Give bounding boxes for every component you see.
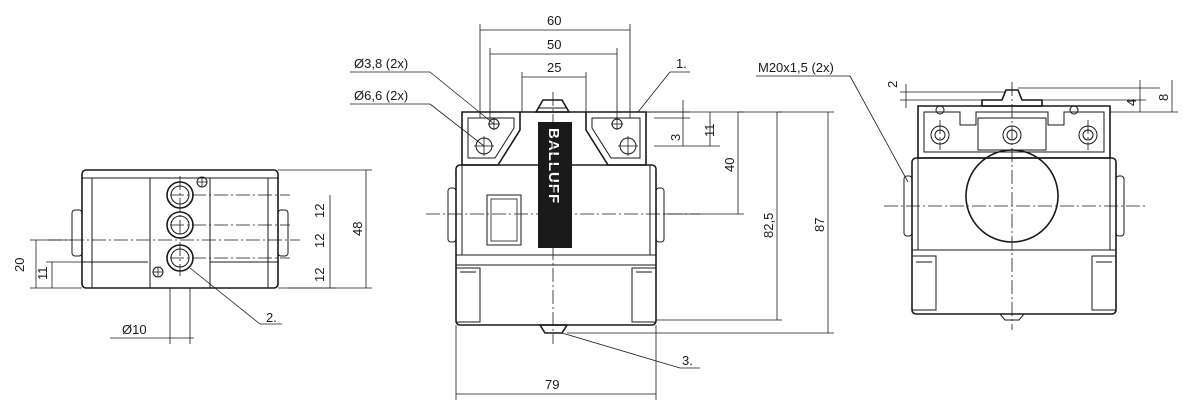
logo-strip: [538, 122, 572, 248]
dim-48: 48: [350, 222, 365, 236]
dim-12-b: 12: [312, 234, 327, 248]
callout-hole-large: Ø6,6 (2x): [354, 88, 408, 103]
front-view-plunger: [534, 99, 571, 113]
side-view-right-boss: [277, 209, 289, 257]
callout-2: 2.: [266, 310, 277, 325]
dim-11-left: 11: [35, 267, 50, 281]
dim-40: 40: [722, 158, 737, 172]
front-view-bottom-pin: [538, 324, 569, 334]
logo-text: BALLUFF: [545, 128, 562, 204]
dim-50: 50: [547, 37, 561, 52]
dim-25: 25: [547, 60, 561, 75]
dim-2: 2: [885, 81, 900, 88]
side-view-left-boss: [71, 209, 83, 257]
dim-4: 4: [1124, 99, 1139, 106]
callout-3: 3.: [682, 353, 693, 368]
dim-diameter-10: Ø10: [122, 322, 147, 337]
dim-82-5: 82,5: [761, 213, 776, 238]
dim-3: 3: [668, 134, 683, 141]
dim-12-a: 12: [312, 204, 327, 218]
back-view: M20x1,5 (2x) 2 4 8: [756, 60, 1178, 330]
back-view-body: [911, 157, 1117, 315]
callout-1: 1.: [676, 56, 687, 71]
front-view: BALLUFF 60 50 25 Ø3,8 (2x) Ø6,: [350, 13, 834, 400]
dim-79: 79: [545, 377, 559, 392]
label-plate: [486, 194, 522, 246]
side-view: 48 12 12 12 20 11 Ø10 2.: [12, 169, 372, 344]
callout-thread: M20x1,5 (2x): [758, 60, 834, 75]
dim-87: 87: [812, 218, 827, 232]
dim-11-top: 11: [702, 124, 717, 138]
callout-hole-small: Ø3,8 (2x): [354, 56, 408, 71]
dim-8: 8: [1156, 94, 1171, 101]
dim-60: 60: [547, 13, 561, 28]
dim-12-c: 12: [312, 268, 327, 282]
dim-20: 20: [12, 258, 27, 272]
